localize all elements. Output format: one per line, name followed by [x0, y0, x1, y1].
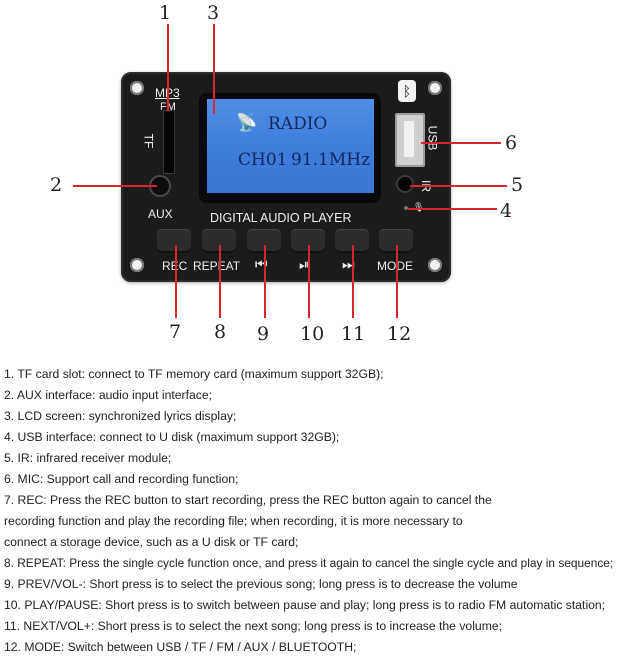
leader-4 [408, 208, 497, 210]
leader-6 [421, 142, 501, 144]
leader-2 [73, 185, 157, 187]
desc-8: 8. REPEAT: Press the single cycle functi… [4, 556, 614, 570]
leader-11 [352, 245, 354, 318]
desc-10: 10. PLAY/PAUSE: Short press is to switch… [4, 598, 606, 612]
desc-11: 11. NEXT/VOL+: Short press is to select … [4, 619, 503, 633]
lcd-line1: RADIO [268, 114, 328, 134]
desc-7c: connect a storage device, such as a U di… [4, 535, 299, 549]
desc-1: 1. TF card slot: connect to TF memory ca… [4, 367, 384, 381]
desc-6: 6. MIC: Support call and recording funct… [4, 472, 239, 486]
desc-4: 4. USB interface: connect to U disk (max… [4, 430, 340, 444]
desc-7b: recording function and play the recordin… [4, 514, 463, 528]
callout-5: 5 [511, 174, 524, 196]
lcd-frequency: 91.1MHz [291, 150, 371, 170]
board-title: DIGITAL AUDIO PLAYER [210, 211, 352, 225]
leader-12 [396, 245, 398, 318]
tf-label: TF [141, 133, 156, 149]
leader-7 [175, 245, 177, 318]
satellite-icon: 📡 [236, 113, 258, 133]
callout-2: 2 [50, 174, 63, 196]
callout-11: 11 [341, 323, 366, 345]
lcd-screen [207, 99, 374, 193]
tf-card-slot[interactable] [163, 110, 175, 174]
microphone [404, 206, 408, 210]
callout-8: 8 [214, 321, 227, 343]
mount-hole-bl [130, 258, 144, 272]
aux-jack[interactable] [151, 177, 169, 195]
lcd-channel: CH01 [238, 150, 288, 170]
rec-button[interactable] [157, 229, 191, 253]
desc-7a: 7. REC: Press the REC button to start re… [4, 493, 492, 507]
callout-6: 6 [505, 132, 518, 154]
leader-10 [308, 245, 310, 318]
aux-label: AUX [148, 207, 173, 221]
mount-hole-tr [428, 81, 442, 95]
mount-hole-br [428, 258, 442, 272]
mic-icon: 🎙 [413, 202, 425, 212]
next-icon: ⏭ [342, 256, 355, 272]
desc-12: 12. MODE: Switch between USB / TF / FM /… [4, 640, 357, 654]
rec-label: REC [162, 259, 187, 273]
ir-receiver [398, 177, 412, 191]
mount-hole-tl [130, 81, 144, 95]
mode-label: MODE [377, 259, 413, 273]
callout-10: 10 [300, 323, 325, 345]
desc-3: 3. LCD screen: synchronized lyrics displ… [4, 409, 237, 423]
callout-7: 7 [169, 321, 182, 343]
leader-3 [213, 24, 215, 114]
callout-4: 4 [500, 200, 513, 222]
usb-port[interactable] [395, 113, 425, 167]
bluetooth-icon: ᛒ [398, 80, 416, 102]
callout-3: 3 [207, 2, 220, 24]
callout-12: 12 [387, 323, 412, 345]
callout-9: 9 [257, 323, 270, 345]
play-pause-icon: ⏯ [299, 256, 311, 272]
desc-5: 5. IR: infrared receiver module; [4, 451, 172, 465]
desc-2: 2. AUX interface: audio input interface; [4, 388, 212, 402]
desc-9: 9. PREV/VOL-: Short press is to select t… [4, 577, 518, 591]
callout-1: 1 [159, 2, 172, 24]
leader-5 [410, 185, 507, 187]
repeat-label: REPEAT [193, 259, 241, 273]
leader-8 [219, 245, 221, 318]
leader-1 [167, 24, 169, 111]
usb-label: USB [425, 125, 440, 151]
leader-9 [264, 245, 266, 318]
